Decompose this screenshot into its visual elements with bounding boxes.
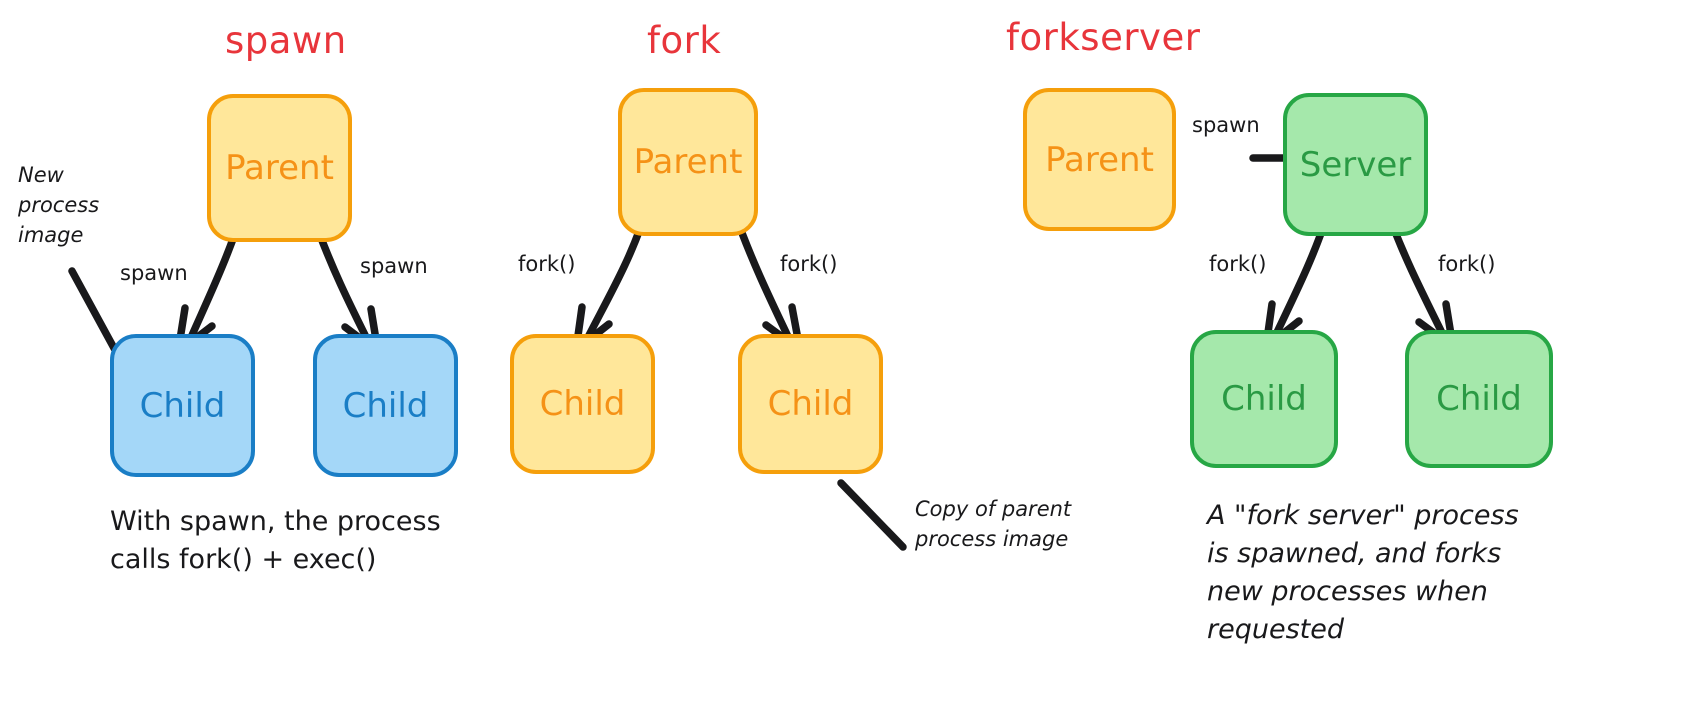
node-forkserver-child-1[interactable]: Child	[1190, 330, 1338, 468]
annotation-new-process-image: New process image	[18, 163, 100, 247]
node-forkserver-server[interactable]: Server	[1283, 93, 1428, 236]
column-title-forkserver: forkserver	[1006, 16, 1201, 59]
node-label: Parent	[1045, 139, 1154, 180]
edge-label-forkserver-fork-left: fork()	[1209, 252, 1267, 276]
node-label: Child	[342, 385, 429, 426]
caption-spawn: With spawn, the process calls fork() + e…	[110, 506, 441, 575]
node-spawn-parent[interactable]: Parent	[207, 94, 352, 242]
edge-label-forkserver-spawn: spawn	[1192, 113, 1260, 137]
node-label: Child	[139, 385, 226, 426]
node-label: Child	[1221, 379, 1307, 419]
column-title-fork: fork	[647, 19, 722, 62]
node-label: Parent	[633, 142, 743, 182]
caption-forkserver: A "fork server" process is spawned, and …	[1207, 500, 1519, 645]
node-fork-child-2[interactable]: Child	[738, 334, 883, 474]
node-label: Child	[767, 384, 854, 424]
node-label: Child	[1436, 379, 1522, 419]
node-spawn-child-2[interactable]: Child	[313, 334, 458, 477]
column-title-spawn: spawn	[225, 19, 347, 62]
node-forkserver-parent[interactable]: Parent	[1023, 88, 1176, 231]
node-label: Child	[539, 384, 626, 424]
edge-label-forkserver-fork-right: fork()	[1438, 252, 1496, 276]
edge-label-spawn-right: spawn	[360, 254, 428, 278]
edge-label-fork-right: fork()	[780, 252, 838, 276]
node-forkserver-child-2[interactable]: Child	[1405, 330, 1553, 468]
annotation-copy-of-parent: Copy of parent process image	[915, 497, 1072, 551]
node-label: Parent	[225, 148, 334, 188]
edge-label-spawn-left: spawn	[120, 261, 188, 285]
edge-label-fork-left: fork()	[518, 252, 576, 276]
